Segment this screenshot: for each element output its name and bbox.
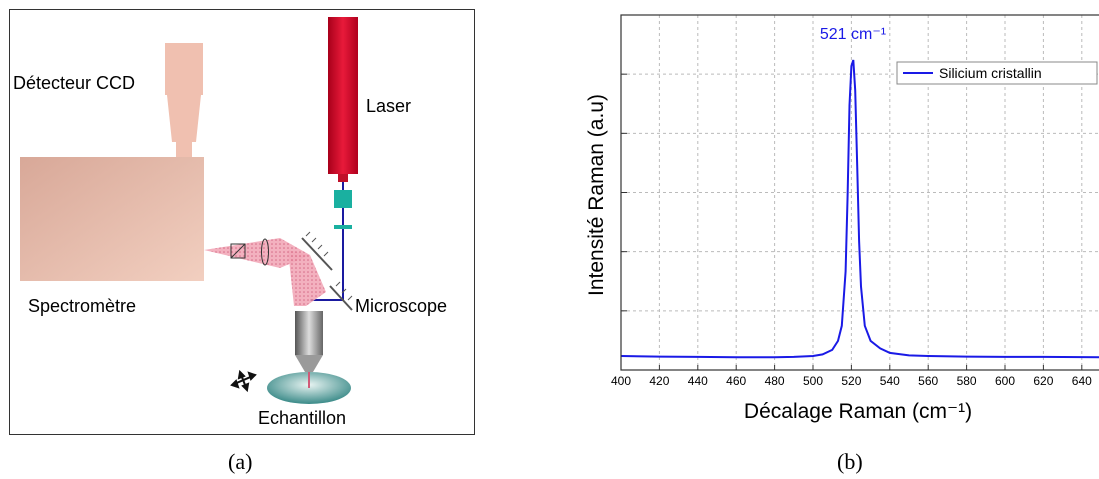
x-tick-label: 440 <box>688 374 708 388</box>
scattered-light-path <box>288 250 326 306</box>
x-tick-label: 420 <box>649 374 669 388</box>
ccd-detector <box>165 43 203 158</box>
x-tick-label: 400 <box>611 374 631 388</box>
caption-b: (b) <box>837 449 863 474</box>
plot-frame <box>620 14 1099 371</box>
x-tick-label: 580 <box>957 374 977 388</box>
x-tick-label: 540 <box>880 374 900 388</box>
x-tick-label: 600 <box>995 374 1015 388</box>
chart-grid <box>620 15 1099 370</box>
legend-label: Silicium cristallin <box>939 65 1042 81</box>
x-tick-labels: 400 420 440 460 480 500 520 540 560 580 600 620 640 <box>611 365 1092 388</box>
scattered-light-cone <box>204 238 310 268</box>
x-tick-label: 620 <box>1033 374 1053 388</box>
x-tick-label: 500 <box>803 374 823 388</box>
laser-filter <box>334 190 352 208</box>
label-microscope: Microscope <box>355 296 448 316</box>
label-detector: Détecteur CCD <box>13 73 136 93</box>
x-tick-label: 560 <box>918 374 938 388</box>
label-sample: Echantillon <box>258 408 347 428</box>
peak-annotation: 521 cm⁻¹ <box>820 26 886 43</box>
series-line-silicium-cristallin <box>620 59 1099 359</box>
beam-splitter <box>329 281 353 311</box>
x-tick-label: 520 <box>841 374 861 388</box>
setup-diagram <box>20 17 358 404</box>
setup-diagram-panel: Détecteur CCD Laser Spectromètre Microsc… <box>9 9 475 435</box>
objective-lens <box>295 311 323 372</box>
caption-a: (a) <box>228 449 253 474</box>
label-spectrometer: Spectromètre <box>28 296 137 316</box>
x-tick-label: 480 <box>765 374 785 388</box>
x-axis-label: Décalage Raman (cm⁻¹) <box>744 400 972 423</box>
laser-tube <box>328 17 358 174</box>
laser-aperture <box>338 174 348 182</box>
lens <box>261 238 269 266</box>
legend: Silicium cristallin <box>896 61 1098 85</box>
xy-stage-arrows-icon <box>230 369 257 393</box>
polarizer <box>230 243 246 259</box>
y-axis-label: Intensité Raman (a.u) <box>585 94 608 296</box>
label-laser: Laser <box>366 96 412 116</box>
mirror-top <box>301 231 333 271</box>
x-tick-label: 460 <box>726 374 746 388</box>
x-tick-label: 640 <box>1072 374 1092 388</box>
laser-filter-thin <box>334 225 352 229</box>
spectrometer-box <box>20 157 204 281</box>
